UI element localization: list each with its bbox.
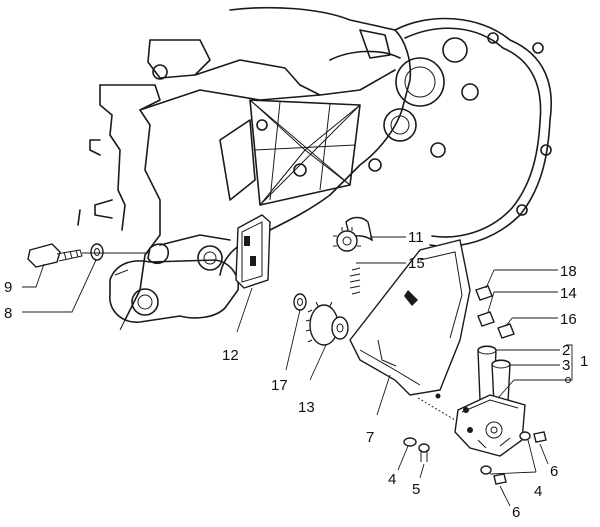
callout-17: 17 <box>271 377 288 394</box>
callout-labels: 9 8 11 15 18 14 16 2 3 1 12 17 13 7 4 5 … <box>4 229 588 521</box>
part-8-nut <box>90 243 104 261</box>
part-12-guide-plate <box>235 214 271 289</box>
callout-14: 14 <box>560 285 577 302</box>
crankcase-housing <box>77 6 552 331</box>
callout-18: 18 <box>560 263 577 280</box>
callout-7: 7 <box>366 429 374 446</box>
callout-11: 11 <box>408 229 424 246</box>
part-17-washer <box>293 293 307 311</box>
part-13-drive-gear <box>305 301 349 346</box>
part-5-screw <box>418 443 430 462</box>
part-18-fitting <box>475 285 493 301</box>
leader-lines <box>22 236 573 507</box>
callout-13: 13 <box>298 399 315 416</box>
callout-1: 1 <box>580 353 588 370</box>
callout-2: 2 <box>562 342 570 359</box>
part-7-cover <box>349 239 471 399</box>
part-14-clamp <box>477 311 495 327</box>
callout-5: 5 <box>412 481 420 498</box>
callout-6-bottom: 6 <box>512 504 520 521</box>
callout-8: 8 <box>4 305 12 322</box>
callout-12: 12 <box>222 347 239 364</box>
oil-pump-body <box>454 394 526 457</box>
callout-3: 3 <box>562 357 570 374</box>
callout-4-right: 4 <box>534 483 542 500</box>
part-4-washer-left <box>403 437 417 447</box>
part-6-screws <box>493 431 547 485</box>
callout-4-left: 4 <box>388 471 396 488</box>
callout-6-right: 6 <box>550 463 558 480</box>
part-16-clamp <box>497 323 515 339</box>
callout-9: 9 <box>4 279 12 296</box>
part-9-bolt <box>27 243 83 268</box>
callout-15: 15 <box>408 255 425 272</box>
part-2-3-hoses <box>477 345 511 405</box>
callout-16: 16 <box>560 311 577 328</box>
part-4-washer-right <box>480 431 531 475</box>
part-15-gear <box>333 227 361 295</box>
